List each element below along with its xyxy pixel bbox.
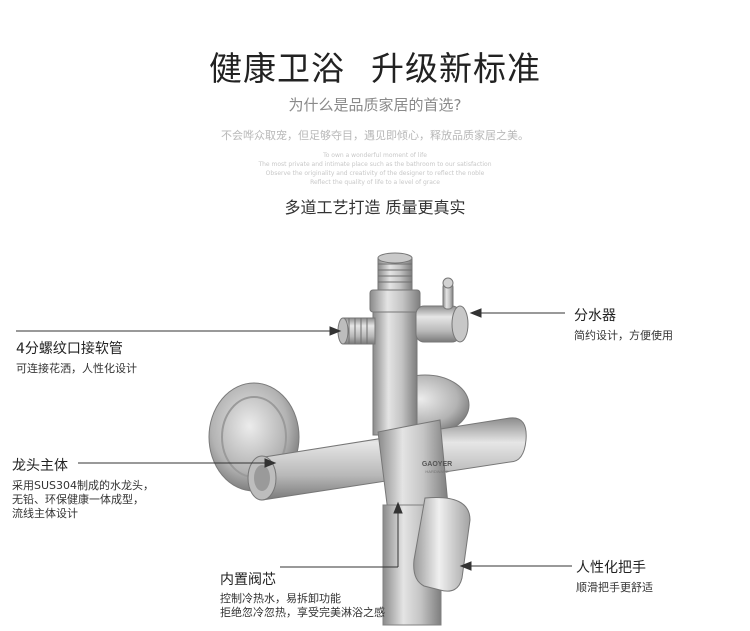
tagline: 不会哗众取宠，但足够夺目，遇见即倾心，释放品质家居之美。	[221, 129, 529, 142]
section-heading: 多道工艺打造 质量更真实	[284, 198, 466, 217]
headline-left: 健康卫浴	[209, 49, 345, 88]
faint-line-4: Reflect the quality of life to a level o…	[310, 179, 440, 186]
diverter	[415, 277, 469, 343]
faint-line-1: To own a wonderful moment of life	[323, 152, 427, 159]
threaded-outlet	[337, 317, 376, 345]
feature-body-desc-3: 流线主体设计	[12, 507, 78, 520]
feature-diverter-title: 分水器	[574, 308, 616, 324]
feature-cartridge-title: 内置阀芯	[220, 572, 276, 588]
feature-body-desc-1: 采用SUS304制成的水龙头，	[12, 479, 155, 492]
arrow-diverter-icon	[469, 308, 482, 318]
headline-right: 升级新标准	[371, 49, 541, 88]
brand-plate-sub: HARDWARE	[425, 469, 449, 474]
feature-connector: 4分螺纹口接软管 可连接花洒，人性化设计	[16, 338, 137, 376]
feature-diverter-desc: 简约设计，方便使用	[574, 329, 673, 342]
leader-lines	[16, 308, 572, 571]
feature-connector-title: 4分螺纹口接软管	[16, 341, 123, 357]
feature-handle-title: 人性化把手	[576, 560, 646, 576]
feature-cartridge-desc-2: 拒绝忽冷忽热，享受完美淋浴之感	[220, 606, 385, 619]
brand-plate: GAOYER HARDWARE	[422, 461, 452, 474]
arrow-cartridge-icon	[393, 501, 403, 514]
arrow-body-icon	[264, 458, 277, 468]
page-headline: 健康卫浴升级新标准	[0, 42, 750, 90]
handle-lever	[413, 496, 471, 592]
feature-body-desc-2: 无铅、环保健康一体成型，	[12, 493, 144, 506]
faint-line-2: The most private and intimate place such…	[258, 161, 492, 168]
feature-diverter: 分水器 简约设计，方便使用	[574, 305, 673, 343]
feature-handle-desc: 顺滑把手更舒适	[576, 581, 653, 594]
faint-line-3: Observe the originality and creativity o…	[265, 170, 485, 177]
page-subtitle: 为什么是品质家居的首选?	[288, 96, 462, 114]
riser-pipe	[369, 252, 421, 436]
feature-body-title: 龙头主体	[12, 458, 68, 474]
brand-plate-text: GAOYER	[422, 461, 452, 468]
feature-connector-desc: 可连接花洒，人性化设计	[16, 362, 137, 375]
feature-handle: 人性化把手 顺滑把手更舒适	[576, 557, 653, 595]
arrow-handle-icon	[459, 561, 472, 571]
feature-body: 龙头主体 采用SUS304制成的水龙头， 无铅、环保健康一体成型， 流线主体设计	[12, 455, 154, 521]
feature-cartridge: 内置阀芯 控制冷热水，易拆卸功能 拒绝忽冷忽热，享受完美淋浴之感	[220, 569, 385, 620]
arrow-connector-icon	[329, 326, 342, 336]
feature-cartridge-desc-1: 控制冷热水，易拆卸功能	[220, 592, 341, 605]
